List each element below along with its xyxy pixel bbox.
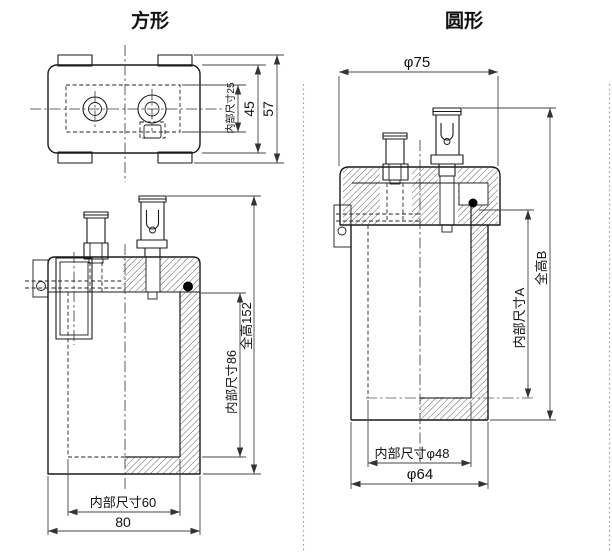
square-top-overall-width-label: 57 bbox=[260, 101, 276, 117]
square-total-height-label: 全高152 bbox=[239, 302, 254, 350]
coupler-fitting bbox=[136, 195, 168, 258]
square-outer-width-label: 80 bbox=[115, 514, 131, 530]
square-top-inner-width-label: 内部尺寸25 bbox=[224, 82, 237, 134]
tab-bottom-right bbox=[157, 151, 193, 164]
tab-top-right bbox=[157, 54, 193, 67]
round-inner-height-label: 内部尺寸A bbox=[512, 287, 527, 348]
square-front-view bbox=[25, 195, 201, 492]
square-inner-width-label: 内部尺寸60 bbox=[90, 495, 156, 510]
seal-marker-dot-round bbox=[468, 198, 478, 208]
valve-lever-top bbox=[143, 124, 162, 139]
round-front-view bbox=[333, 107, 534, 462]
square-type-view: 方形 bbox=[25, 9, 284, 535]
seal-marker-dot bbox=[183, 281, 193, 292]
bracket-port-circle bbox=[36, 281, 46, 291]
bracket-port-circle-round bbox=[337, 226, 347, 236]
round-type-view: 圆形 φ75 bbox=[333, 10, 556, 489]
side-bracket bbox=[32, 259, 49, 298]
round-lid-diameter-label: φ75 bbox=[404, 54, 430, 71]
round-inner-diameter-label: 内部尺寸φ48 bbox=[375, 446, 450, 461]
coupler-fitting-round bbox=[430, 107, 464, 177]
push-in-fitting bbox=[83, 211, 109, 264]
round-outer-diameter-label: φ64 bbox=[407, 466, 433, 483]
nozzle-tip bbox=[147, 291, 158, 300]
square-type-title: 方形 bbox=[131, 9, 169, 32]
square-top-view bbox=[30, 45, 226, 182]
tab-bottom-left bbox=[57, 151, 93, 164]
inner-cavity-hidden-rect bbox=[65, 84, 181, 133]
round-total-height-label: 全高B bbox=[534, 251, 549, 286]
square-inner-height-label: 内部尺寸86 bbox=[224, 350, 239, 414]
nozzle-tip-round bbox=[441, 224, 453, 233]
round-lid-dim: φ75 bbox=[338, 54, 499, 166]
tab-top-left bbox=[57, 54, 93, 67]
square-front-dims: 内部尺寸86 全高152 内部尺寸60 80 bbox=[47, 195, 261, 535]
round-front-dims: 内部尺寸A 全高B 内部尺寸φ48 φ64 bbox=[350, 107, 556, 489]
round-type-title: 圆形 bbox=[445, 10, 483, 32]
round-lid-outline bbox=[339, 166, 501, 226]
square-top-body-width-label: 45 bbox=[241, 101, 257, 117]
square-top-dims: 内部尺寸25 45 57 bbox=[182, 54, 284, 164]
side-bracket-round bbox=[333, 204, 352, 248]
